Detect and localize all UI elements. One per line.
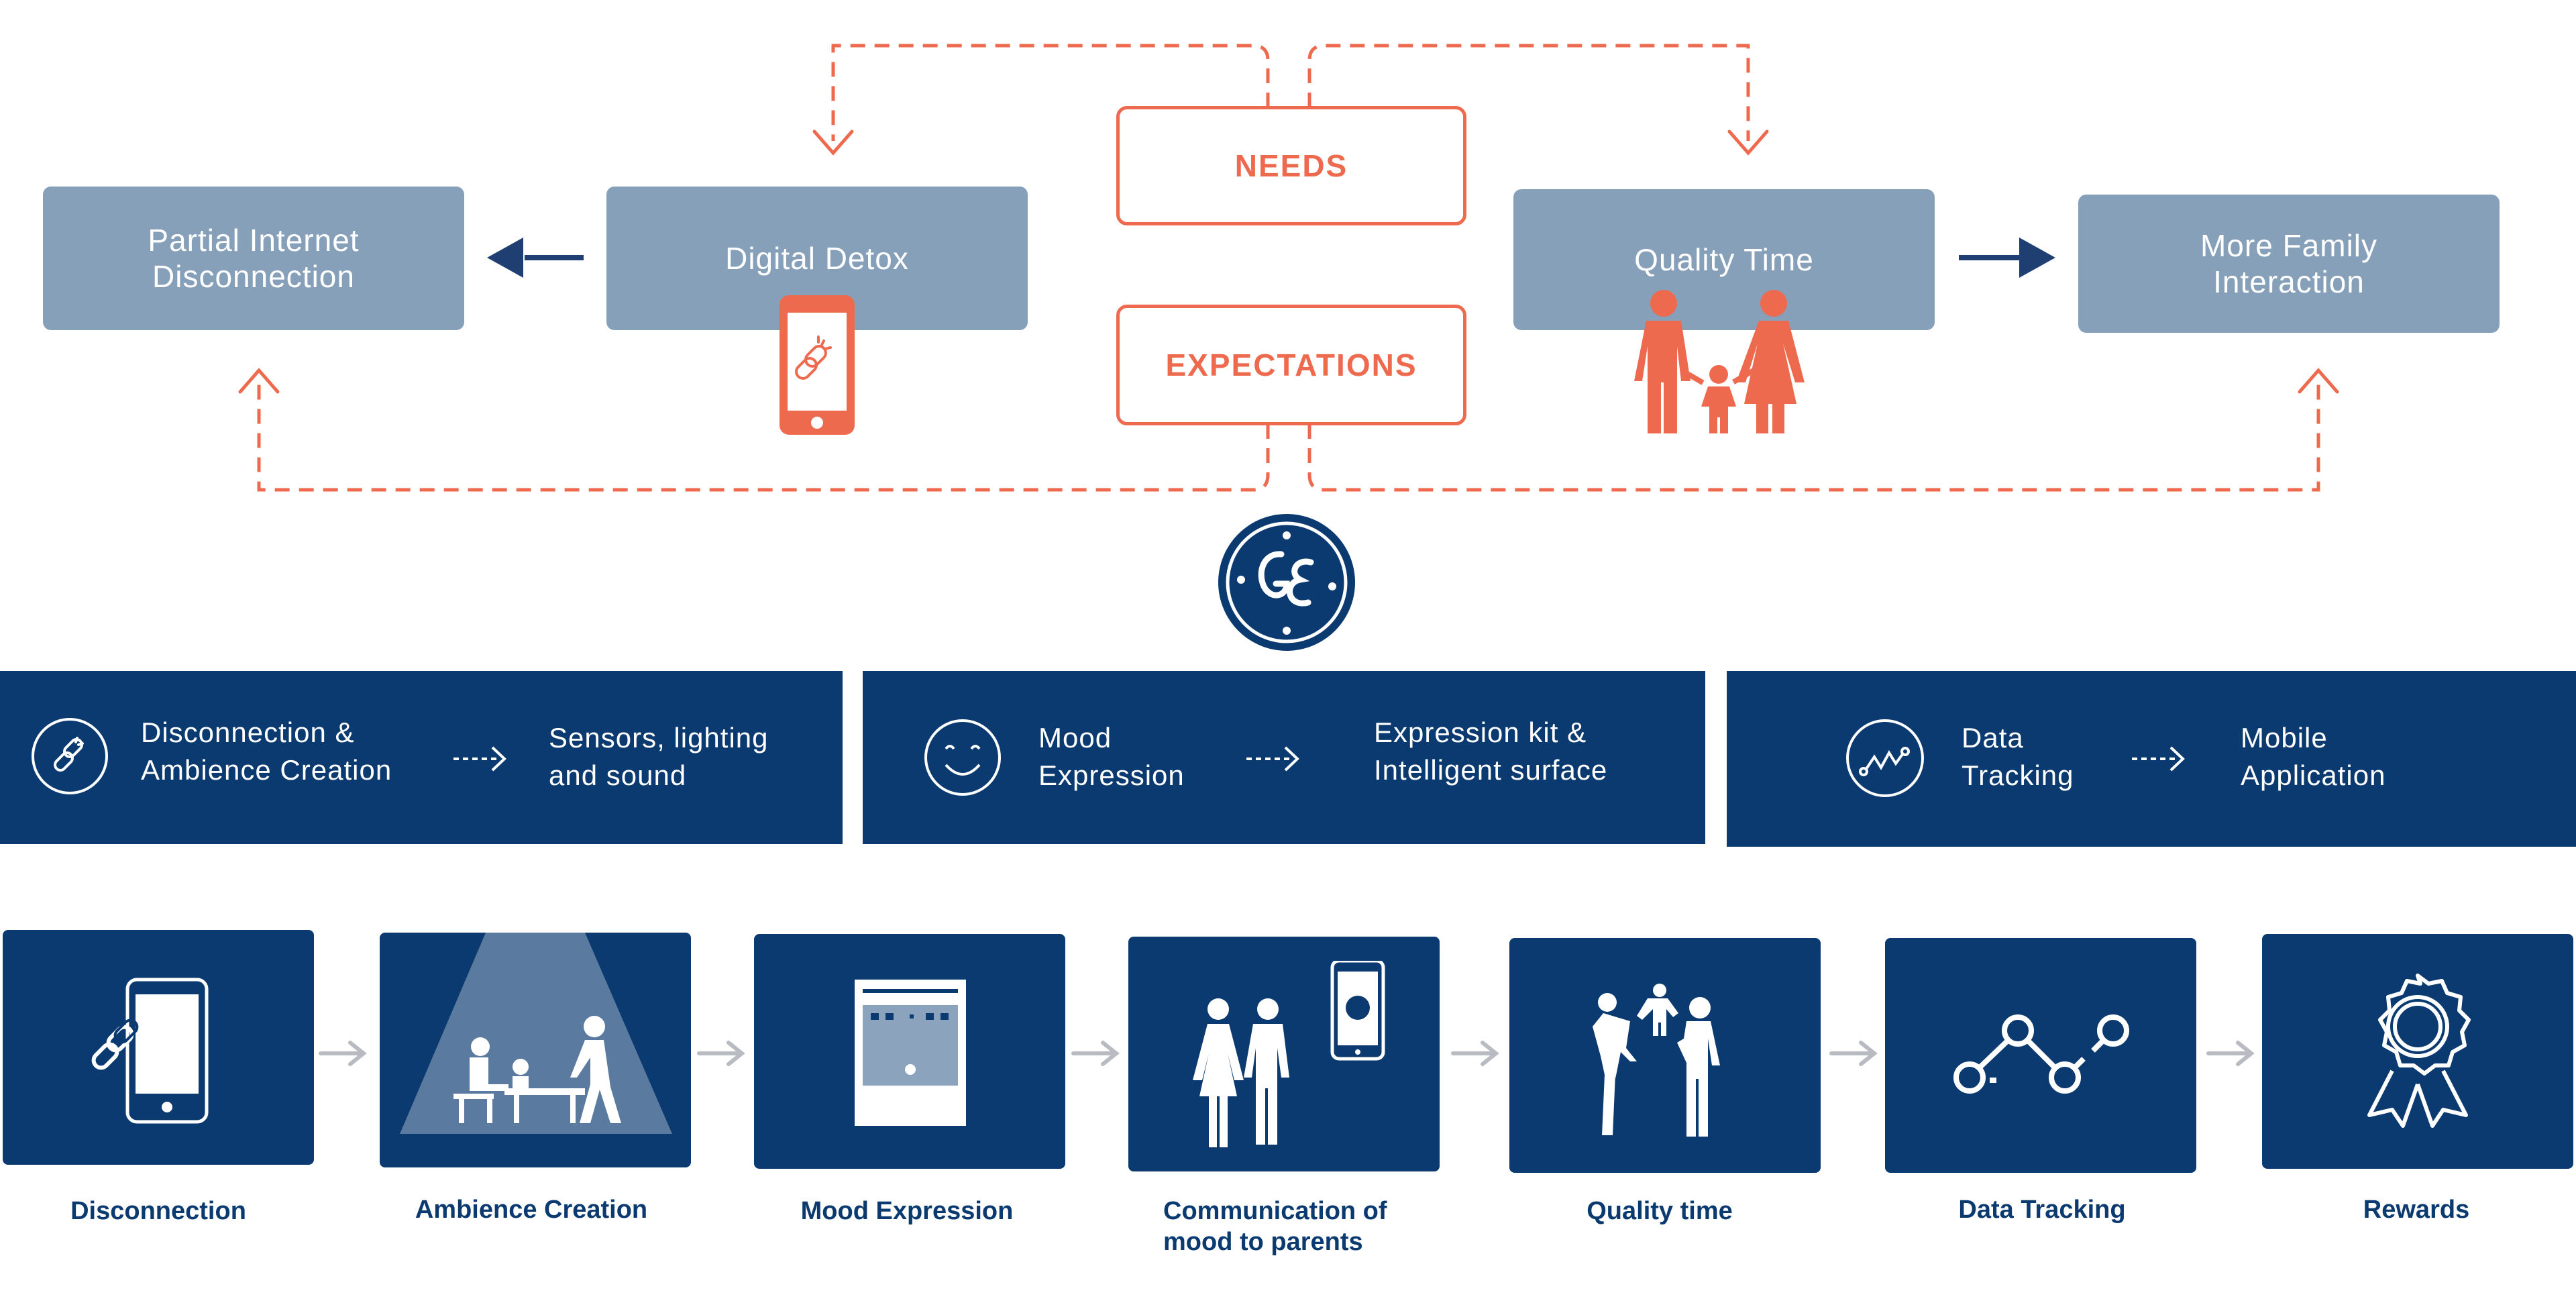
award-ribbon-icon (2367, 974, 2471, 1128)
band-disconnection: Disconnection & Ambience Creation Sensor… (0, 671, 843, 844)
band-left-text: Data Tracking (1962, 722, 2074, 791)
step-arrows (319, 1041, 2255, 1066)
band-mood: Mood Expression Expression kit & Intelli… (863, 671, 1705, 844)
parents-phone-icon (1193, 961, 1385, 1147)
step-quality-time (1509, 938, 1821, 1173)
partial-disconnection-label: Partial Internet Disconnection (148, 223, 360, 294)
step-disconnection (3, 930, 314, 1165)
broken-link-circle-icon (32, 718, 108, 794)
step-data-tracking (1885, 938, 2196, 1173)
data-nodes-icon (1953, 1014, 2129, 1094)
quality-time-label: Quality Time (1634, 242, 1814, 277)
band-left-text: Disconnection & Ambience Creation (141, 717, 392, 786)
digital-detox-label: Digital Detox (725, 241, 909, 276)
needs-box: NEEDS (1116, 106, 1466, 225)
band-right-text: Mobile Application (2241, 722, 2386, 791)
partial-disconnection-box: Partial Internet Disconnection (43, 187, 464, 330)
phone-broken-link-icon (780, 295, 855, 435)
step-rewards (2262, 934, 2573, 1169)
step-mood (754, 934, 1065, 1169)
dashed-arrow-icon (453, 746, 506, 772)
step-communication (1128, 937, 1440, 1171)
digital-detox-box: Digital Detox (606, 187, 1028, 330)
smiley-icon (924, 719, 1001, 796)
mood-screen-icon (855, 980, 966, 1126)
dashed-connectors (238, 44, 2339, 492)
expectations-box: EXPECTATIONS (1116, 305, 1466, 425)
phone-disconnect-icon (91, 978, 209, 1124)
dashed-arrow-icon (1246, 746, 1299, 772)
band-right-text: Sensors, lighting and sound (549, 722, 769, 791)
quality-time-box: Quality Time (1513, 189, 1935, 330)
step-label-rewards: Rewards (2363, 1196, 2470, 1224)
family-interaction-label: More Family Interaction (2200, 228, 2378, 299)
step-label-mood: Mood Expression (800, 1197, 1014, 1225)
step-label-disconnection: Disconnection (70, 1197, 246, 1225)
band-data: Data Tracking Mobile Application (1727, 671, 2576, 847)
family-play-icon (1593, 984, 1720, 1137)
broken-link-icon (54, 737, 84, 772)
band-right-text: Expression kit & Intelligent surface (1374, 717, 1608, 786)
trend-chart-icon (1846, 719, 1924, 797)
ge-logo: GE (1218, 514, 1355, 651)
step-label-communication: Communication of mood to parents (1163, 1197, 1387, 1256)
dashed-arrow-icon (2132, 746, 2185, 772)
ambience-light-icon (400, 933, 672, 1134)
step-label-quality-time: Quality time (1587, 1197, 1733, 1225)
band-left-text: Mood Expression (1038, 722, 1185, 791)
step-label-ambience: Ambience Creation (415, 1196, 648, 1224)
step-ambience (380, 933, 691, 1167)
family-icon (1634, 290, 1805, 433)
family-interaction-box: More Family Interaction (2078, 195, 2500, 333)
step-label-data-tracking: Data Tracking (1958, 1196, 2126, 1224)
